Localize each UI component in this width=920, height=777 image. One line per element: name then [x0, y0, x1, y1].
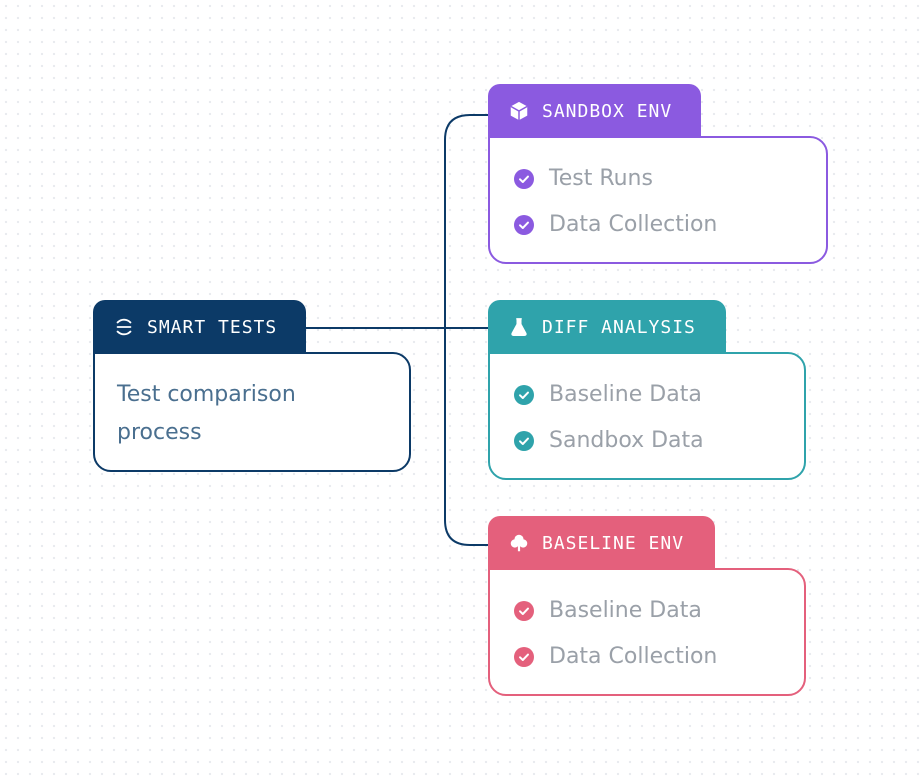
tree-icon [510, 534, 528, 552]
baseline-env-body: Baseline Data Data Collection [488, 568, 806, 696]
smart-tests-description: Test comparison process [117, 382, 296, 445]
diff-analysis-title: DIFF ANALYSIS [542, 316, 696, 338]
flask-icon [511, 318, 527, 336]
check-circle-icon [514, 384, 534, 405]
baseline-env-node: BASELINE ENV Baseline Data Data Collecti… [488, 516, 806, 696]
list-item: Baseline Data [514, 382, 702, 407]
cube-icon [510, 101, 528, 121]
sandbox-env-node: SANDBOX ENV Test Runs Data Collection [488, 84, 828, 266]
check-circle-icon [514, 168, 534, 189]
item-label: Data Collection [549, 212, 718, 237]
connector-to-sandbox [444, 114, 490, 546]
list-item: Data Collection [514, 644, 717, 669]
check-circle-icon [514, 600, 534, 621]
check-circle-icon [514, 214, 534, 235]
sandbox-env-title: SANDBOX ENV [542, 100, 673, 122]
item-label: Baseline Data [549, 598, 702, 623]
list-item: Test Runs [514, 166, 653, 191]
baseline-env-title: BASELINE ENV [542, 532, 685, 554]
list-item: Sandbox Data [514, 428, 704, 453]
item-label: Baseline Data [549, 382, 702, 407]
list-item: Baseline Data [514, 598, 702, 623]
smart-tests-body: Test comparison process [93, 352, 411, 472]
diff-analysis-node: DIFF ANALYSIS Baseline Data Sandbox Data [488, 300, 806, 480]
sandbox-env-header: SANDBOX ENV [488, 84, 701, 138]
check-circle-icon [514, 430, 534, 451]
smart-tests-node: SMART TESTS Test comparison process [93, 300, 411, 472]
diff-analysis-body: Baseline Data Sandbox Data [488, 352, 806, 480]
item-label: Data Collection [549, 644, 718, 669]
smart-tests-header: SMART TESTS [93, 300, 306, 354]
sandbox-env-body: Test Runs Data Collection [488, 136, 828, 264]
list-item: Data Collection [514, 212, 717, 237]
smart-tests-title: SMART TESTS [147, 316, 278, 338]
branch-logo-icon [116, 318, 132, 336]
item-label: Sandbox Data [549, 428, 704, 453]
check-circle-icon [514, 646, 534, 667]
item-label: Test Runs [549, 166, 653, 191]
baseline-env-header: BASELINE ENV [488, 516, 715, 570]
diff-analysis-header: DIFF ANALYSIS [488, 300, 726, 354]
